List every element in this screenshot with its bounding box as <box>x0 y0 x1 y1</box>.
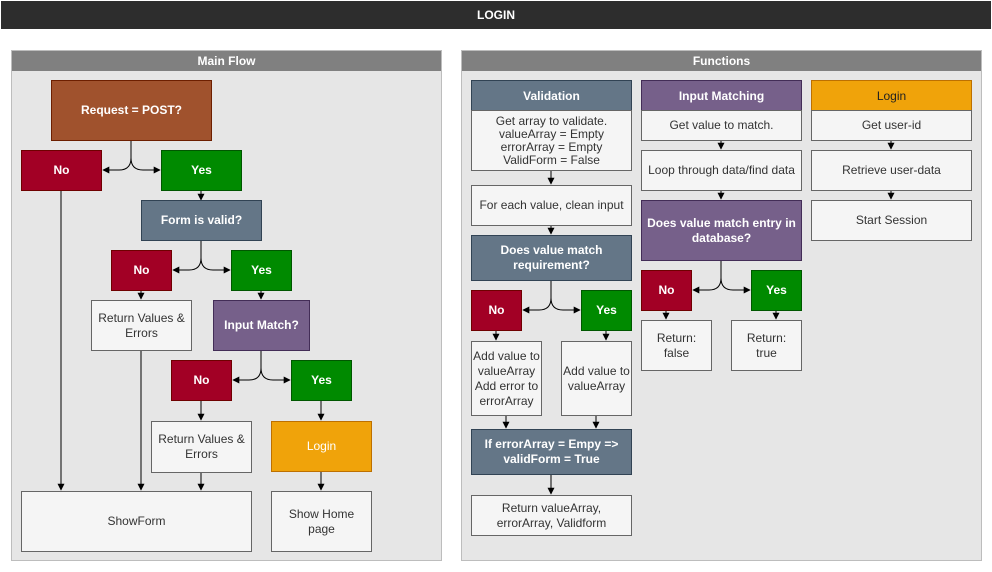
retrieve-user-data-step: Retrieve user-data <box>811 150 972 191</box>
get-user-id-step: Get user-id <box>811 110 972 141</box>
add-value-and-error: Add value to valueArray Add error to err… <box>471 341 542 416</box>
validation-line-2: valueArray = Empty <box>498 126 605 141</box>
no-badge-form: No <box>111 250 172 291</box>
yes-badge-form: Yes <box>231 250 292 291</box>
no-badge-requirement: No <box>471 290 522 331</box>
functions-header: Functions <box>462 51 981 71</box>
return-true: Return: true <box>731 320 802 371</box>
yes-badge-requirement: Yes <box>581 290 632 331</box>
input-match-decision: Input Match? <box>213 300 310 351</box>
form-valid-decision: Form is valid? <box>141 200 262 241</box>
for-each-value-step: For each value, clean input <box>471 185 632 226</box>
no-badge-request: No <box>21 150 102 191</box>
requirement-decision: Does value match requirement? <box>471 235 632 281</box>
loop-data-step: Loop through data/find data <box>641 150 802 191</box>
main-flow-header: Main Flow <box>12 51 441 71</box>
validation-line-3: errorArray = Empty <box>500 139 603 154</box>
validation-return: Return valueArray, errorArray, Validform <box>471 495 632 536</box>
yes-badge-match: Yes <box>751 270 802 311</box>
input-matching-header: Input Matching <box>641 80 802 111</box>
validation-line-1: Get array to validate. <box>495 113 608 128</box>
login-function-header: Login <box>811 80 972 111</box>
login-step: Login <box>271 421 372 472</box>
show-form-step: ShowForm <box>21 491 252 552</box>
request-post-decision: Request = POST? <box>51 80 212 141</box>
validation-header: Validation <box>471 80 632 111</box>
show-home-page-step: Show Home page <box>271 491 372 552</box>
page-title: LOGIN <box>1 1 991 29</box>
return-values-errors-1: Return Values & Errors <box>91 300 192 351</box>
no-badge-match: No <box>641 270 692 311</box>
return-false: Return: false <box>641 320 712 371</box>
validation-line-4: ValidForm = False <box>503 152 600 167</box>
start-session-step: Start Session <box>811 200 972 241</box>
error-array-check: If errorArray = Empy => validForm = True <box>471 429 632 475</box>
no-badge-input: No <box>171 360 232 401</box>
yes-badge-request: Yes <box>161 150 242 191</box>
get-value-step: Get value to match. <box>641 110 802 141</box>
yes-badge-input: Yes <box>291 360 352 401</box>
match-database-decision: Does value match entry in database? <box>641 200 802 261</box>
add-value-only: Add value to valueArray <box>561 341 632 416</box>
validation-init: Get array to validate. valueArray = Empt… <box>471 110 632 171</box>
return-values-errors-2: Return Values & Errors <box>151 421 252 473</box>
